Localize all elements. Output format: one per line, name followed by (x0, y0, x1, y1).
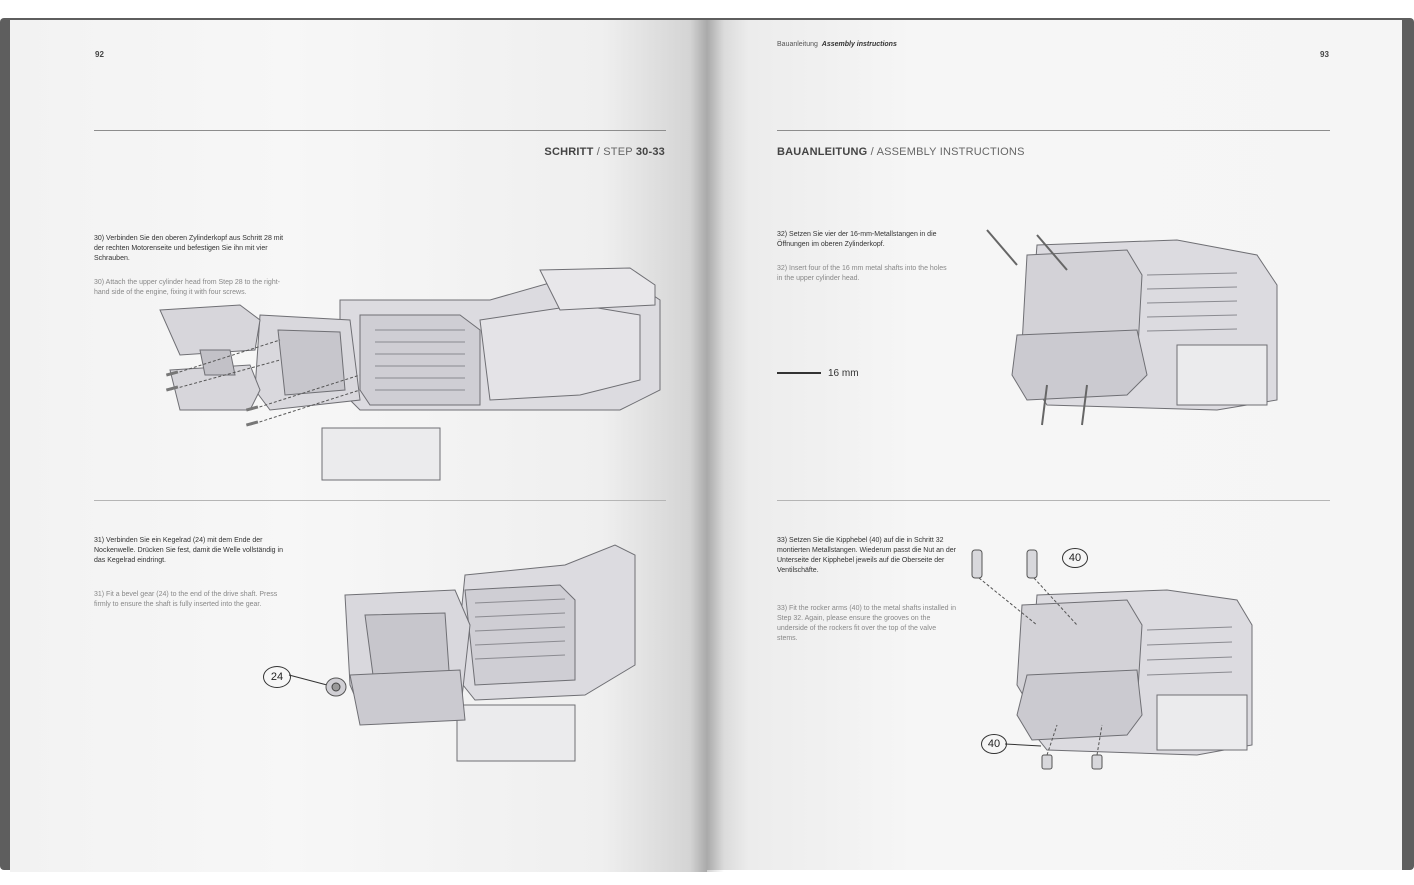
callout-24: 24 (263, 666, 291, 688)
step32-german: 32) Setzen Sie vier der 16-mm-Metallstan… (777, 231, 937, 248)
step-header-bold: SCHRITT (544, 146, 594, 158)
scale-bar (777, 372, 821, 374)
step-header: SCHRITT / STEP 30-33 (544, 146, 665, 158)
step-header-range: 30-33 (635, 146, 665, 158)
step31-german: 31) Verbinden Sie ein Kegelrad (24) mit … (94, 537, 283, 564)
step-header-thin: / STEP (593, 146, 636, 158)
callout-40-top: 40 (1062, 548, 1088, 568)
page-number-right: 93 (1320, 50, 1329, 59)
scale-label: 16 mm (828, 368, 859, 379)
section-header-thin: / ASSEMBLY INSTRUCTIONS (867, 146, 1025, 158)
section-header: BAUANLEITUNG / ASSEMBLY INSTRUCTIONS (777, 146, 1025, 158)
section-header-bold: BAUANLEITUNG (777, 146, 868, 158)
step30-german: 30) Verbinden Sie den oberen Zylinderkop… (94, 235, 284, 262)
bevel-gear-illustration (325, 677, 347, 697)
header-rule-right (777, 130, 1330, 131)
book-spine (690, 20, 724, 872)
engine-illustration (159, 267, 661, 481)
running-head: Bauanleitung Assembly instructions (777, 41, 897, 48)
running-head-english: Assembly instructions (821, 41, 897, 48)
callout-leader-24 (288, 674, 328, 686)
section-divider-right (777, 500, 1330, 501)
step30-english: 30) Attach the upper cylinder head from … (94, 279, 280, 296)
step33-german: 33) Setzen Sie die Kipphebel (40) auf di… (777, 537, 956, 574)
callout-leader-40 (1004, 743, 1042, 747)
left-page: 92 SCHRITT / STEP 30-33 30) Verbinden Si… (10, 20, 707, 872)
rocker-arm-illustration (971, 549, 1103, 770)
step33-english: 33) Fit the rocker arms (40) to the meta… (777, 605, 956, 642)
right-page: Bauanleitung Assembly instructions 93 BA… (707, 20, 1402, 870)
running-head-german: Bauanleitung (777, 41, 818, 48)
engine-illustration (971, 549, 1253, 770)
page-number-left: 92 (95, 50, 104, 59)
metal-shaft-illustration (986, 229, 1088, 426)
callout-40-bottom: 40 (981, 734, 1007, 754)
engine-illustration (344, 544, 636, 762)
header-rule-left (94, 130, 666, 131)
step31-english: 31) Fit a bevel gear (24) to the end of … (94, 591, 278, 608)
screw-illustration (165, 370, 259, 427)
section-divider-left (94, 500, 666, 501)
engine-illustration (986, 229, 1278, 426)
step32-english: 32) Insert four of the 16 mm metal shaft… (777, 265, 947, 282)
